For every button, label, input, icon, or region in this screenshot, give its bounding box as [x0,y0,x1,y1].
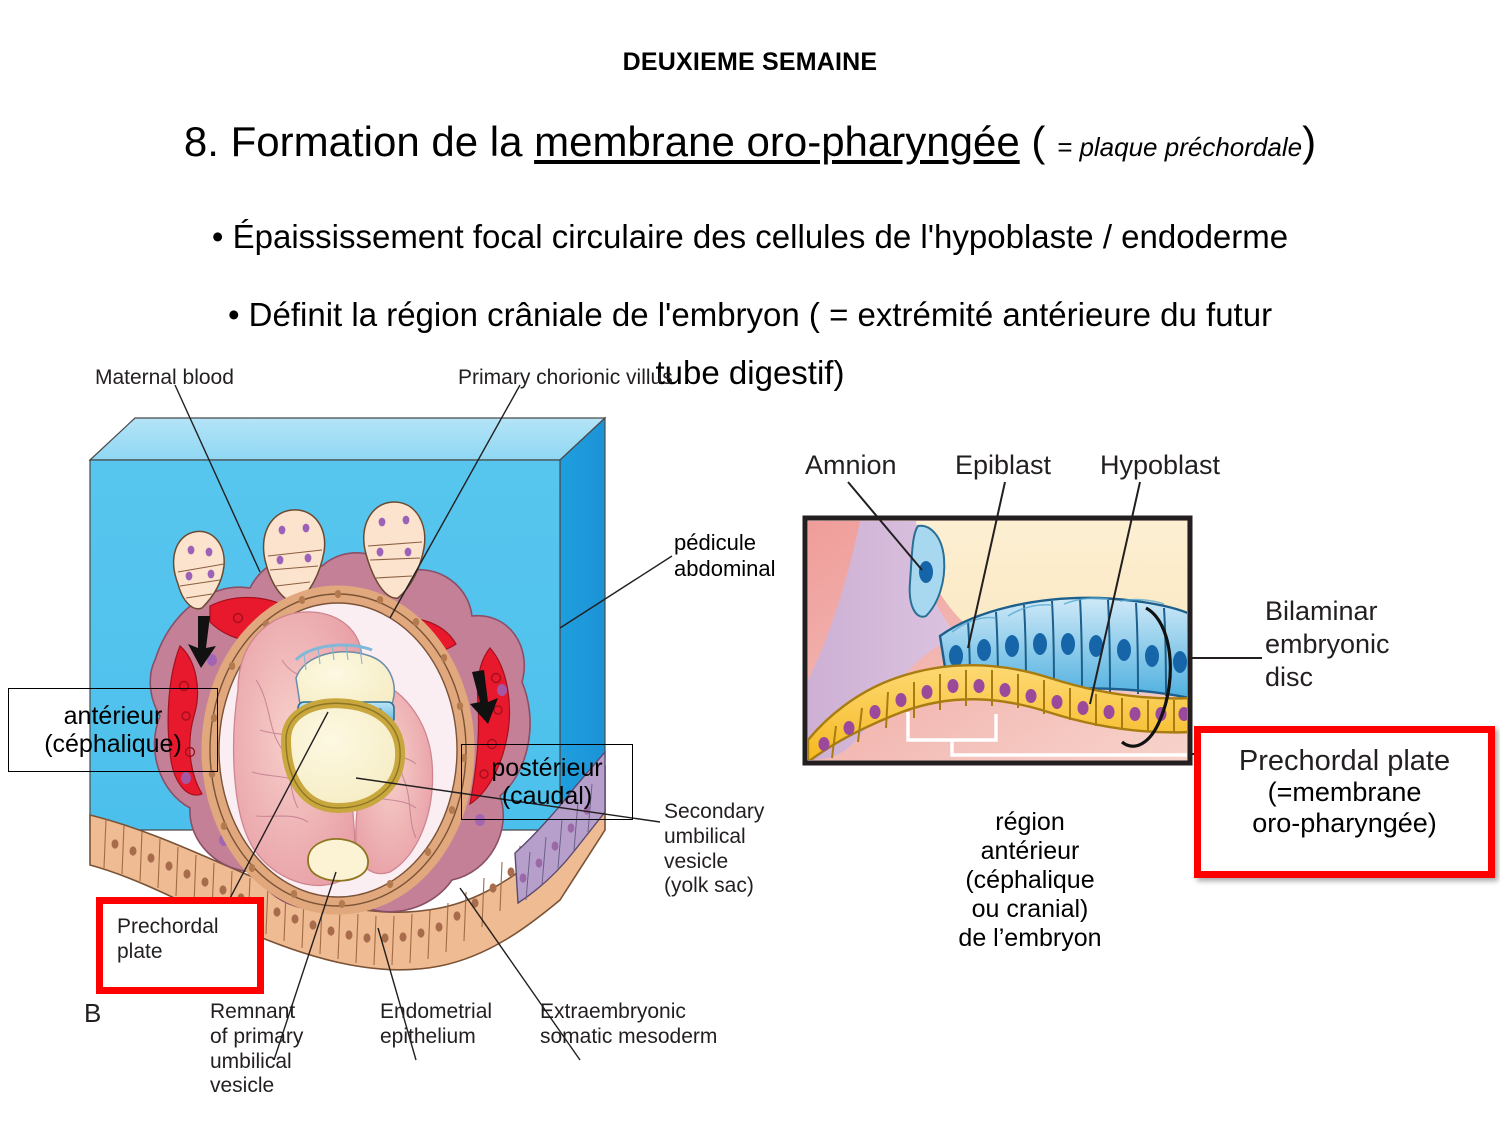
blood-flow-arrows [188,616,498,724]
leader-endometrial-epithelium [377,927,417,1061]
left-figure: Maternal blood Primary chorionic villus … [60,360,850,1120]
label-maternal-blood: Maternal blood [95,366,234,389]
embryo-complex [280,643,406,882]
implantation-site-illustration [88,384,673,1061]
red-box-right-line2: (=membrane [1267,777,1422,808]
leader-secondary-umbilical-vesicle [355,777,661,823]
red-box-prechordal-plate-left-text: Prechordal plate [117,915,219,964]
hypoblast-layer [808,664,1187,760]
label-extraembryonic-somatic-mesoderm: Extraembryonic somatic mesoderm [540,1000,718,1048]
label-endometrial-epithelium: Endometrial epithelium [380,1000,493,1048]
box-anterieur-cephalique: antérieur (céphalique) [8,688,218,772]
side-epithelium-nuclei [519,805,591,883]
box-posterieur-caudal: postérieur (caudal) [461,744,633,820]
remnant-primary-umbilical-vesicle [307,838,369,882]
leader-maternal-blood [174,384,261,573]
epithelium-nuclei [111,839,515,943]
disc-encircling-loop [1120,606,1172,748]
leader-extraembryonic-mesoderm [459,887,581,1061]
label-bilaminar-embryonic-disc: Bilaminar embryonic disc [1265,596,1390,692]
cytotrophoblast-nuclei [208,590,468,908]
leader-amnion [847,481,923,571]
label-pedicule-abdominal: pédicule abdominal [674,530,776,581]
left-leader-lines [174,384,673,1061]
red-box-right-line1: Prechordal plate [1238,745,1451,777]
bullet-item-1: • Épaississement focal circulaire des ce… [211,218,1289,255]
caption-region-anterieure: région antérieur (céphalique ou cranial)… [958,808,1102,952]
hypoblast-cell-borders [831,670,1175,759]
leader-primary-chorionic-villus [389,384,521,619]
epiblast-nuclei [949,633,1187,673]
leader-remnant [273,871,337,1061]
leader-pedicule-abdominal [559,555,673,629]
label-hypoblast: Hypoblast [1100,450,1221,480]
prechordal-plate-bracket [906,712,1187,757]
leader-hypoblast [1089,481,1141,705]
bullet-item-2-continuation: tube digestif) [655,354,845,391]
title-prefix: 8. Formation de la [183,118,535,165]
title-paren-open: ( [1019,118,1058,165]
amnion-cell-nucleus [919,561,933,583]
red-box-prechordal-plate-right: Prechordal plate (=membrane oro-pharyngé… [1194,726,1495,878]
bullet-item-2: • Définit la région crâniale de l'embryo… [227,296,1273,333]
label-amnion: Amnion [805,450,897,480]
panel-letter-b: B [84,998,102,1028]
title-paren-italic: = plaque préchordale [1057,132,1303,162]
label-secondary-umbilical-vesicle: Secondary umbilical vesicle (yolk sac) [664,800,765,898]
hypoblast-nuclei [818,679,1187,751]
title-underlined-term: membrane oro-pharyngée [534,118,1020,165]
leader-epiblast [967,481,1006,649]
right-figure: Amnion Epiblast Hypoblast [800,440,1500,952]
slide-kicker: DEUXIEME SEMAINE [622,48,878,76]
primary-chorionic-villi [172,501,426,610]
title-paren-close: ) [1302,118,1317,165]
bilaminar-disc-illustration [802,481,1270,766]
red-box-right-line3: oro-pharyngée) [1252,808,1437,839]
label-epiblast: Epiblast [955,450,1052,480]
label-primary-chorionic-villus: Primary chorionic villus [458,366,673,389]
page-title: 8. Formation de la membrane oro-pharyngé… [0,118,1500,166]
label-remnant-primary-umbilical-vesicle: Remnant of primary umbilical vesicle [210,1000,304,1098]
red-box-prechordal-plate-left: Prechordal plate [96,897,264,994]
